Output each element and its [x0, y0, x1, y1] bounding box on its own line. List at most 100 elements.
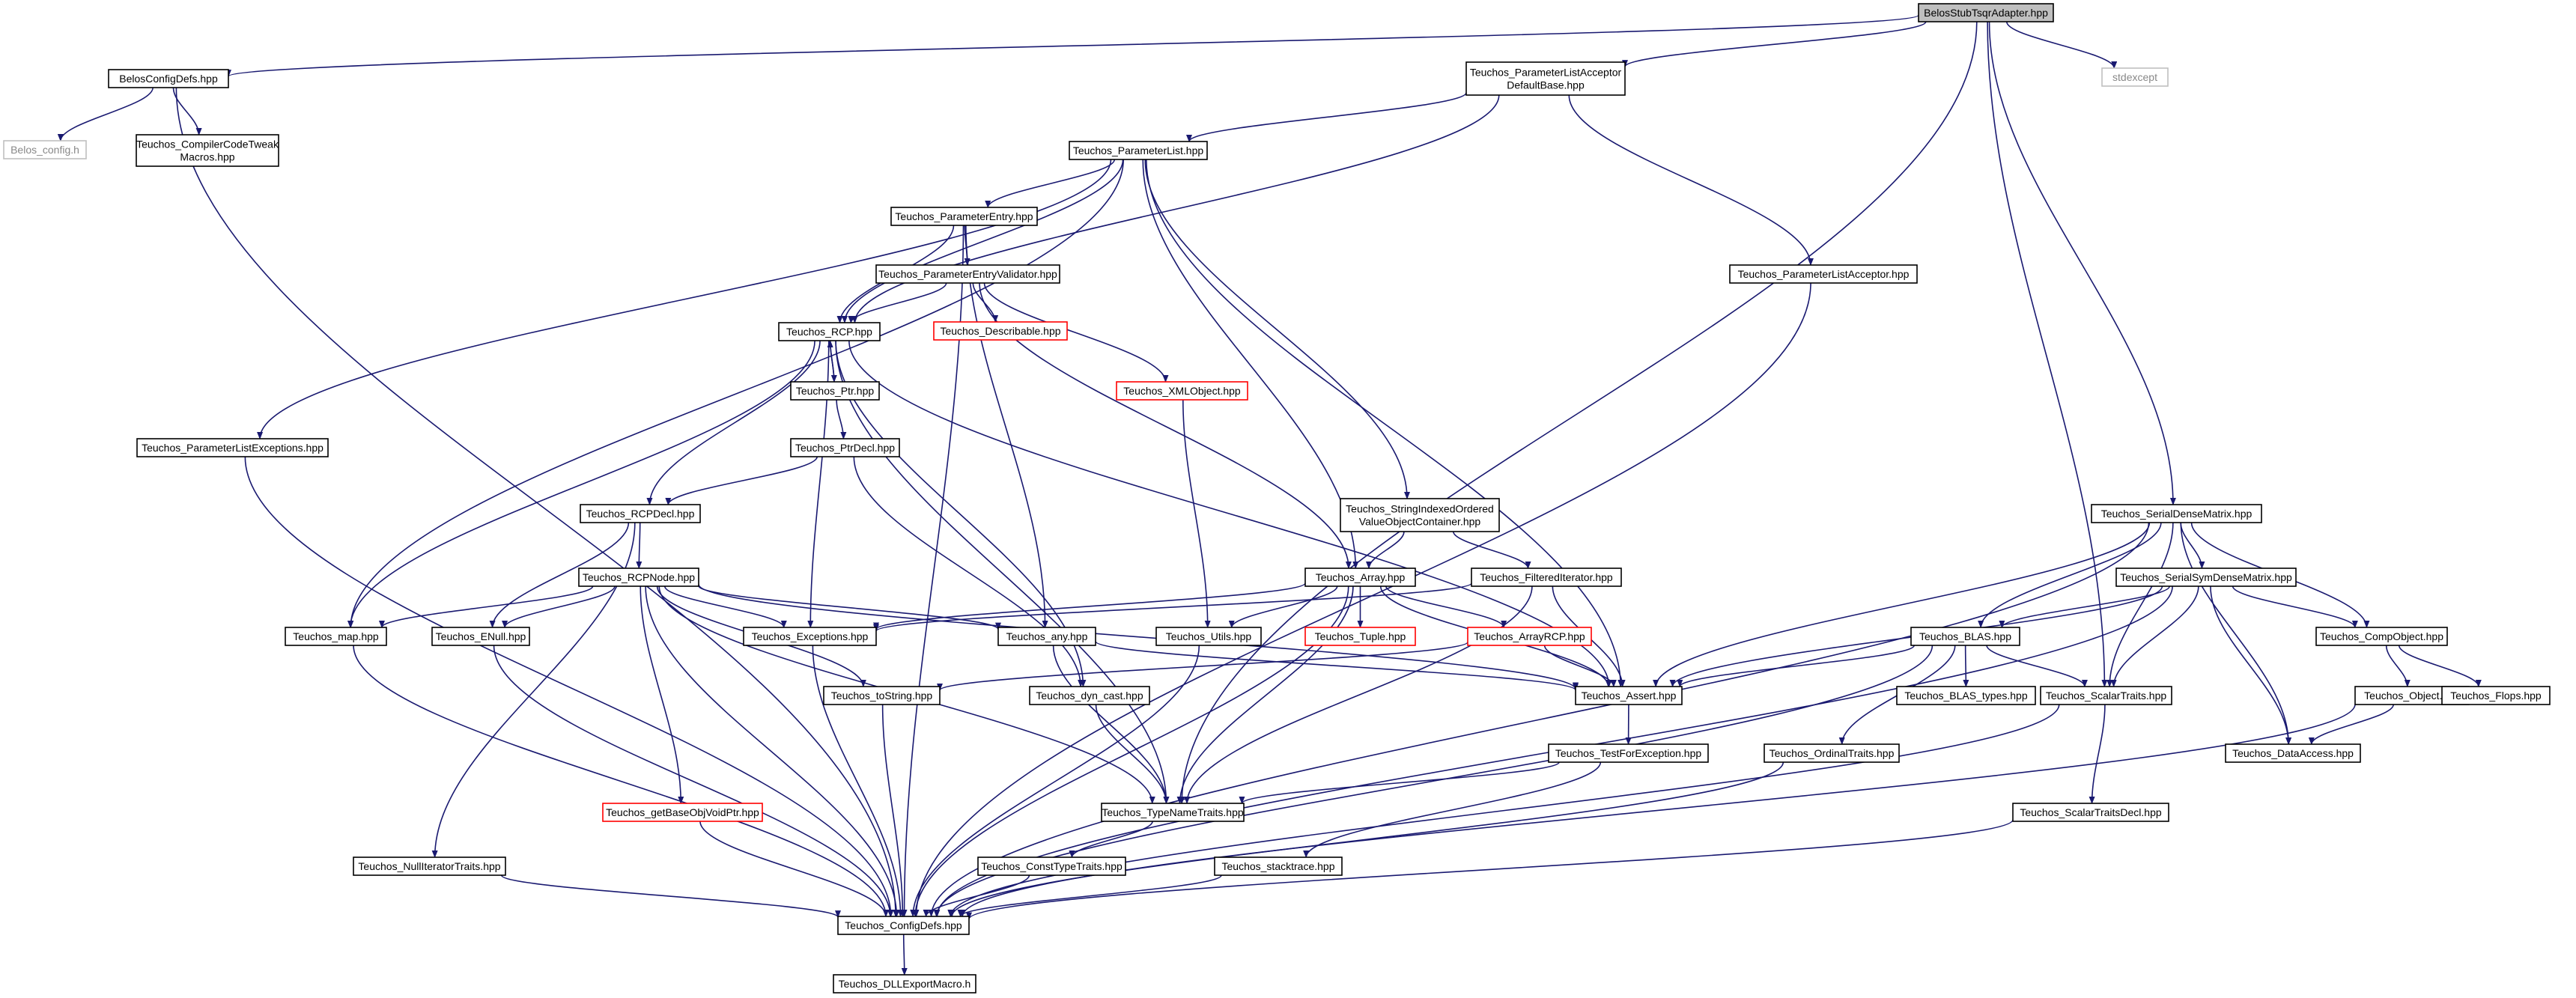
edge-scalar-traits-decl-to-config-defs: [966, 819, 2014, 920]
node-describable[interactable]: Teuchos_Describable.hpp: [933, 321, 1068, 341]
node-belos-config[interactable]: Belos_config.h: [3, 140, 87, 159]
node-label: Teuchos_Tuple.hpp: [1315, 630, 1406, 642]
node-parameter-entry-validator[interactable]: Teuchos_ParameterEntryValidator.hpp: [875, 264, 1060, 284]
node-to-string[interactable]: Teuchos_toString.hpp: [823, 686, 941, 705]
node-filtered-iterator[interactable]: Teuchos_FilteredIterator.hpp: [1471, 568, 1622, 587]
node-ptr-decl[interactable]: Teuchos_PtrDecl.hpp: [790, 438, 900, 457]
node-data-access[interactable]: Teuchos_DataAccess.hpp: [2225, 743, 2361, 763]
edge-arrow: [2089, 704, 2106, 804]
node-label: Teuchos_RCPNode.hpp: [583, 571, 695, 583]
node-stacktrace[interactable]: Teuchos_stacktrace.hpp: [1214, 856, 1343, 876]
edge-arrow: [663, 585, 787, 628]
node-label: Teuchos_dyn_cast.hpp: [1036, 690, 1143, 702]
node-box: [1471, 568, 1622, 587]
edge-rcpnode-to-any: [698, 585, 1001, 630]
node-label: Teuchos_Ptr.hpp: [796, 385, 875, 397]
edge-filtered-iterator-to-type-name-traits: [1184, 585, 1533, 804]
node-rcpnode[interactable]: Teuchos_RCPNode.hpp: [578, 568, 699, 587]
edge-enull-to-config-defs: [493, 645, 893, 917]
node-config-defs[interactable]: Teuchos_ConfigDefs.hpp: [837, 916, 970, 935]
node-serial-sym-dense-matrix[interactable]: Teuchos_SerialSymDenseMatrix.hpp: [2115, 568, 2297, 587]
edge-arrow: [1142, 159, 1359, 569]
node-map[interactable]: Teuchos_map.hpp: [285, 627, 387, 646]
node-box: [1918, 3, 2054, 22]
node-get-base-obj-void-ptr[interactable]: Teuchos_getBaseObjVoidPtr.hpp: [602, 803, 763, 822]
edge-arrow: [1176, 585, 1354, 804]
node-label: Teuchos_StringIndexedOrdered: [1346, 503, 1494, 515]
node-serial-dense-matrix[interactable]: Teuchos_SerialDenseMatrix.hpp: [2091, 504, 2262, 523]
node-belos-config-defs[interactable]: BelosConfigDefs.hpp: [108, 69, 229, 88]
node-label: Teuchos_Object.hpp: [2364, 690, 2460, 702]
edge-arrow: [698, 585, 1001, 630]
edge-rcpnode-to-exceptions: [663, 585, 787, 628]
node-string-indexed[interactable]: Teuchos_StringIndexedOrderedValueObjectC…: [1340, 498, 1500, 532]
edge-arrow: [2110, 585, 2199, 687]
node-dyn-cast[interactable]: Teuchos_dyn_cast.hpp: [1029, 686, 1150, 705]
edge-parameter-list-to-map: [347, 159, 1124, 628]
edge-arrow: [851, 94, 1500, 323]
node-blas-types[interactable]: Teuchos_BLAS_types.hpp: [1896, 686, 2036, 705]
node-const-type-traits[interactable]: Teuchos_ConstTypeTraits.hpp: [977, 856, 1126, 876]
node-belos-stub-tsqr-adapter[interactable]: BelosStubTsqrAdapter.hpp: [1918, 3, 2054, 22]
node-tuple[interactable]: Teuchos_Tuple.hpp: [1304, 627, 1416, 646]
node-box: [837, 916, 970, 935]
node-box: [833, 974, 976, 994]
edge-arrow: [910, 645, 1200, 917]
node-array-rcp[interactable]: Teuchos_ArrayRCP.hpp: [1467, 627, 1592, 646]
node-type-name-traits[interactable]: Teuchos_TypeNameTraits.hpp: [1101, 803, 1245, 822]
node-parameter-list-exceptions[interactable]: Teuchos_ParameterListExceptions.hpp: [136, 438, 329, 457]
node-box: [823, 686, 941, 705]
edge-serial-sym-dense-matrix-to-scalar-traits: [2110, 585, 2199, 687]
edge-arrow: [949, 761, 1784, 917]
node-label: Teuchos_ConstTypeTraits.hpp: [981, 860, 1123, 872]
edge-rcpnode-to-enull: [502, 585, 616, 628]
node-parameter-list[interactable]: Teuchos_ParameterList.hpp: [1069, 141, 1208, 160]
node-comp-object[interactable]: Teuchos_CompObject.hpp: [2315, 627, 2448, 646]
node-utils[interactable]: Teuchos_Utils.hpp: [1155, 627, 1262, 646]
node-enull[interactable]: Teuchos_ENull.hpp: [431, 627, 530, 646]
nodes-layer: BelosStubTsqrAdapter.hppBelosConfigDefs.…: [3, 3, 2551, 994]
edge-serial-sym-dense-matrix-to-data-access: [2210, 585, 2292, 745]
node-rcpdecl[interactable]: Teuchos_RCPDecl.hpp: [580, 504, 701, 523]
edge-serial-dense-matrix-to-scalar-traits: [2106, 522, 2174, 687]
node-assert[interactable]: Teuchos_Assert.hpp: [1575, 686, 1683, 705]
edge-array-to-type-name-traits: [1176, 585, 1354, 804]
node-box: [580, 504, 701, 523]
node-flops[interactable]: Teuchos_Flops.hpp: [2441, 686, 2551, 705]
edge-arrow: [257, 159, 1112, 439]
node-label: Teuchos_stacktrace.hpp: [1222, 860, 1335, 872]
node-parameter-entry[interactable]: Teuchos_ParameterEntry.hpp: [890, 207, 1038, 226]
node-parameter-list-acceptor-default-base[interactable]: Teuchos_ParameterListAcceptorDefaultBase…: [1465, 61, 1626, 96]
node-box: [977, 856, 1126, 876]
node-parameter-list-acceptor[interactable]: Teuchos_ParameterListAcceptor.hpp: [1729, 264, 1918, 284]
node-label: Teuchos_any.hpp: [1006, 630, 1088, 642]
edge-serial-dense-matrix-to-data-access: [2180, 522, 2292, 745]
node-label: ValueObjectContainer.hpp: [1359, 516, 1481, 528]
node-ptr[interactable]: Teuchos_Ptr.hpp: [790, 381, 880, 401]
node-label: Teuchos_OrdinalTraits.hpp: [1770, 747, 1895, 759]
edge-string-indexed-to-filtered-iterator: [1453, 531, 1531, 569]
node-exceptions[interactable]: Teuchos_Exceptions.hpp: [743, 627, 877, 646]
node-box: [997, 627, 1096, 646]
node-ordinal-traits[interactable]: Teuchos_OrdinalTraits.hpp: [1764, 743, 1900, 763]
node-array[interactable]: Teuchos_Array.hpp: [1304, 568, 1416, 587]
node-box: [933, 321, 1068, 341]
node-blas[interactable]: Teuchos_BLAS.hpp: [1910, 627, 2020, 646]
edge-ptr-decl-to-rcpdecl: [665, 456, 818, 505]
node-scalar-traits-decl[interactable]: Teuchos_ScalarTraitsDecl.hpp: [2012, 803, 2169, 822]
edge-arrow: [646, 340, 821, 505]
node-box: [1896, 686, 2036, 705]
node-xmlobject[interactable]: Teuchos_XMLObject.hpp: [1116, 381, 1248, 401]
edge-rcp-to-type-name-traits: [835, 340, 1170, 804]
node-null-iterator-traits[interactable]: Teuchos_NullIteratorTraits.hpp: [353, 856, 506, 876]
node-scalar-traits[interactable]: Teuchos_ScalarTraits.hpp: [2040, 686, 2172, 705]
node-box: [1910, 627, 2020, 646]
node-stdexcept[interactable]: stdexcept: [2101, 67, 2169, 87]
node-test-for-exception[interactable]: Teuchos_TestForException.hpp: [1548, 743, 1709, 763]
node-any[interactable]: Teuchos_any.hpp: [997, 627, 1096, 646]
node-label: Teuchos_SerialSymDenseMatrix.hpp: [2120, 571, 2292, 583]
node-rcp[interactable]: Teuchos_RCP.hpp: [778, 322, 881, 341]
node-dllexport-macro[interactable]: Teuchos_DLLExportMacro.h: [833, 974, 976, 994]
edge-belos-stub-tsqr-adapter-to-belos-config-defs: [225, 14, 1919, 78]
